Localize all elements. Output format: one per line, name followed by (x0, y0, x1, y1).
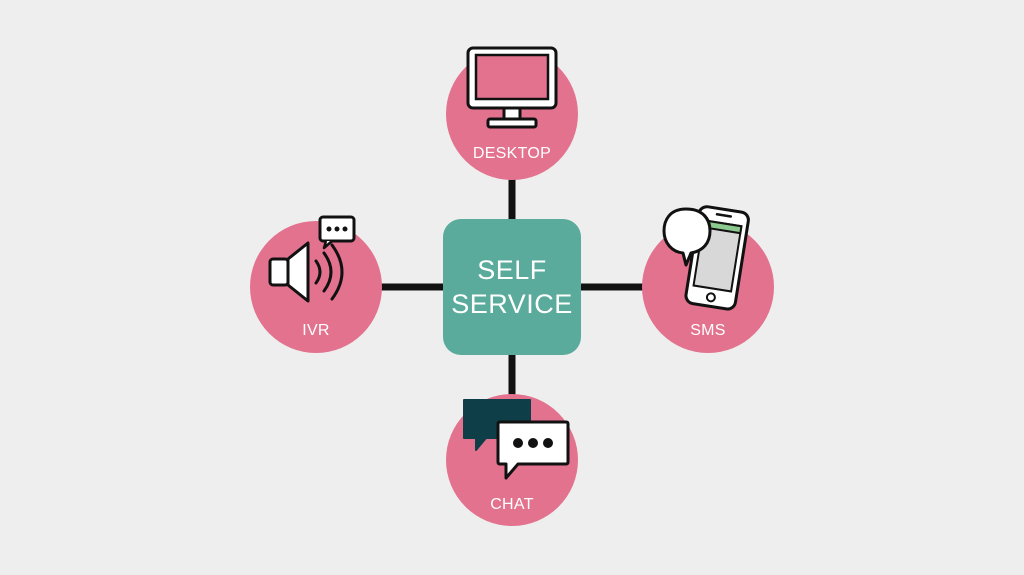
node-ivr-label: IVR (302, 322, 330, 339)
speaker-icon (268, 215, 356, 303)
node-desktop-label: DESKTOP (472, 145, 552, 162)
chat-bubbles-icon (463, 399, 570, 480)
node-sms-label: SMS (690, 322, 726, 339)
node-chat-label: CHAT (490, 496, 534, 513)
hub-title-line1: SELF (477, 255, 547, 285)
hub-self-service: SELF SERVICE (443, 219, 581, 355)
node-chat: CHAT (446, 394, 578, 526)
node-ivr: IVR (250, 215, 382, 353)
node-desktop: DESKTOP (446, 46, 578, 180)
hub-title-line2: SERVICE (451, 289, 573, 319)
node-sms: SMS (642, 205, 774, 353)
monitor-icon (466, 46, 558, 129)
smartphone-icon (662, 205, 750, 311)
